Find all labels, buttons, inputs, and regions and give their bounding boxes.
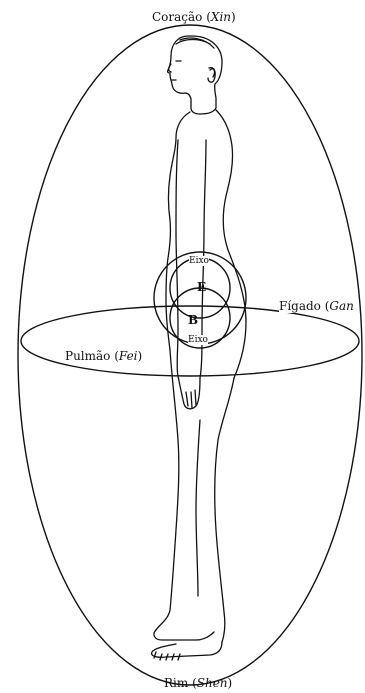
label-kidney-close: ): [228, 676, 233, 690]
label-kidney-shen: Rim (Shen): [164, 676, 232, 690]
label-heart-xin: Coração (Xin): [152, 10, 236, 24]
label-heart-text: Coração (: [152, 10, 211, 24]
label-lung-text: Pulmão (: [65, 349, 119, 363]
foot-front: [154, 630, 214, 640]
label-e: E: [197, 281, 206, 293]
nose: [169, 64, 171, 72]
label-axis-bottom: Eixo: [188, 335, 208, 345]
leg-back: [215, 378, 234, 642]
label-lung-close: ): [138, 349, 143, 363]
fingers: [186, 390, 196, 408]
hand: [178, 376, 200, 409]
label-lung-organ: Fei: [119, 349, 138, 363]
label-liver-gan: Fígado (Gan: [279, 299, 354, 313]
label-b: B: [188, 314, 198, 326]
label-axis-top: Eixo: [189, 256, 209, 266]
leg-inner: [196, 420, 200, 596]
label-heart-organ: Xin: [211, 10, 231, 24]
label-kidney-organ: Shen: [197, 676, 228, 690]
label-liver-text: Fígado (: [279, 299, 329, 313]
label-liver-organ: Gan: [329, 299, 353, 313]
leg-front: [156, 350, 179, 630]
label-heart-close: ): [231, 10, 236, 24]
label-kidney-text: Rim (: [164, 676, 197, 690]
torso-back: [216, 110, 246, 378]
hair-lines: [176, 38, 214, 77]
label-lung-fei: Pulmão (Fei): [65, 349, 142, 363]
